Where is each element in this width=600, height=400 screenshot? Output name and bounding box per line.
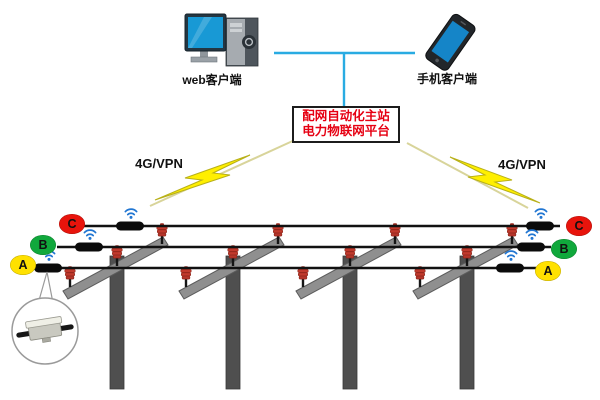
- lightning-bolt-right: [406, 142, 541, 209]
- fault-indicator-sensor: [526, 221, 554, 231]
- phase-badge-b-left: B: [30, 235, 56, 255]
- connector-lines: [274, 51, 415, 106]
- platform-title-line1: 配网自动化主站: [302, 109, 390, 123]
- wifi-icon: [124, 208, 138, 220]
- fault-indicator-sensor: [116, 221, 144, 231]
- fault-indicator-sensor: [75, 242, 103, 252]
- fault-indicator-sensor: [34, 263, 62, 273]
- fault-indicator-sensor: [517, 242, 545, 252]
- tower-logo-icon: [242, 35, 256, 49]
- platform-box: 配网自动化主站 电力物联网平台: [292, 106, 400, 143]
- mobile-client-label: 手机客户端: [416, 72, 477, 86]
- fault-indicator-sensor: [496, 263, 524, 273]
- wifi-icon: [504, 250, 518, 262]
- phase-badge-a-right: A: [535, 261, 561, 281]
- wifi-icon: [534, 208, 548, 220]
- phase-badge-b-right: B: [551, 239, 577, 259]
- wifi-icon: [83, 229, 97, 241]
- phase-badge-c-right: C: [566, 216, 592, 236]
- lightning-bolt-left: [149, 138, 298, 207]
- web-client-label: web客户端: [182, 73, 242, 87]
- phase-badge-a-left: A: [10, 255, 36, 275]
- lightning-bolt-icon: [449, 156, 541, 204]
- link-label-left: 4G/VPN: [135, 156, 183, 171]
- computer-icon: [184, 13, 259, 67]
- sensor-callout: [11, 271, 79, 365]
- link-label-right: 4G/VPN: [498, 157, 546, 172]
- sensor-device-icon: [16, 316, 74, 343]
- phase-badge-c-left: C: [59, 214, 85, 234]
- power-lines: [35, 224, 560, 270]
- wifi-icon: [525, 229, 539, 241]
- lightning-bolt-icon: [154, 154, 251, 201]
- platform-title-line2: 电力物联网平台: [302, 124, 390, 138]
- smartphone-icon: [425, 13, 476, 71]
